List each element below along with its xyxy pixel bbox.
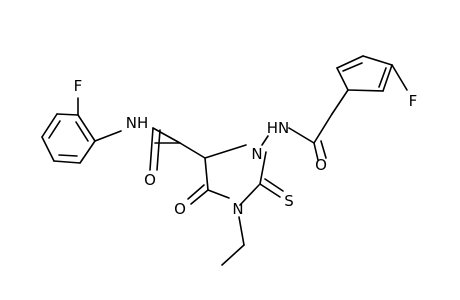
fluorine-atom-left: F	[74, 77, 83, 95]
bond	[75, 121, 89, 142]
bond	[152, 127, 181, 144]
bond	[207, 189, 230, 199]
bond	[391, 64, 408, 91]
bond	[58, 154, 78, 157]
bond	[56, 113, 79, 116]
bond	[190, 189, 209, 205]
bond	[94, 130, 122, 142]
benzamide-oxygen: O	[315, 156, 327, 174]
bond	[179, 142, 206, 159]
bond	[48, 120, 61, 139]
amide-oxygen-left: O	[144, 171, 156, 189]
hydrazide-hn-label: HN	[267, 119, 290, 137]
bond	[362, 55, 393, 66]
bond	[204, 157, 209, 191]
ring-nitrogen-bottom: N	[232, 200, 243, 218]
bond	[239, 184, 260, 206]
right-fluorophenyl-ring	[331, 55, 408, 115]
bond	[221, 244, 245, 266]
bond	[320, 140, 327, 159]
bond	[342, 62, 363, 72]
bond	[149, 127, 154, 171]
imidazolidine-ring	[187, 144, 284, 266]
bond	[313, 113, 333, 144]
bond	[41, 136, 55, 162]
bond	[378, 67, 387, 88]
bond	[336, 67, 349, 91]
bond	[331, 89, 349, 115]
bond	[238, 216, 245, 246]
thione-sulfur: S	[284, 192, 294, 210]
bond	[156, 129, 161, 171]
bond	[187, 184, 205, 200]
bond	[41, 113, 58, 138]
fluorine-atom-right: F	[409, 92, 418, 110]
left-fluorophenyl-ring	[41, 97, 96, 164]
hydrazide-linker	[261, 113, 333, 161]
bond	[288, 127, 315, 144]
ring-nitrogen-top: N	[251, 145, 262, 163]
bond	[53, 160, 81, 164]
bond	[382, 64, 393, 92]
bond	[336, 55, 364, 69]
ring-carbonyl-oxygen: O	[174, 200, 186, 218]
amide-nh-label: NH	[126, 114, 149, 132]
bond	[204, 144, 247, 159]
bond	[259, 151, 267, 185]
bond	[259, 183, 281, 198]
bond	[79, 140, 96, 164]
bond	[264, 178, 284, 192]
bond	[77, 114, 96, 142]
bond	[347, 89, 384, 92]
amide-linker	[94, 127, 206, 171]
bond	[313, 142, 319, 161]
bond	[261, 135, 269, 146]
